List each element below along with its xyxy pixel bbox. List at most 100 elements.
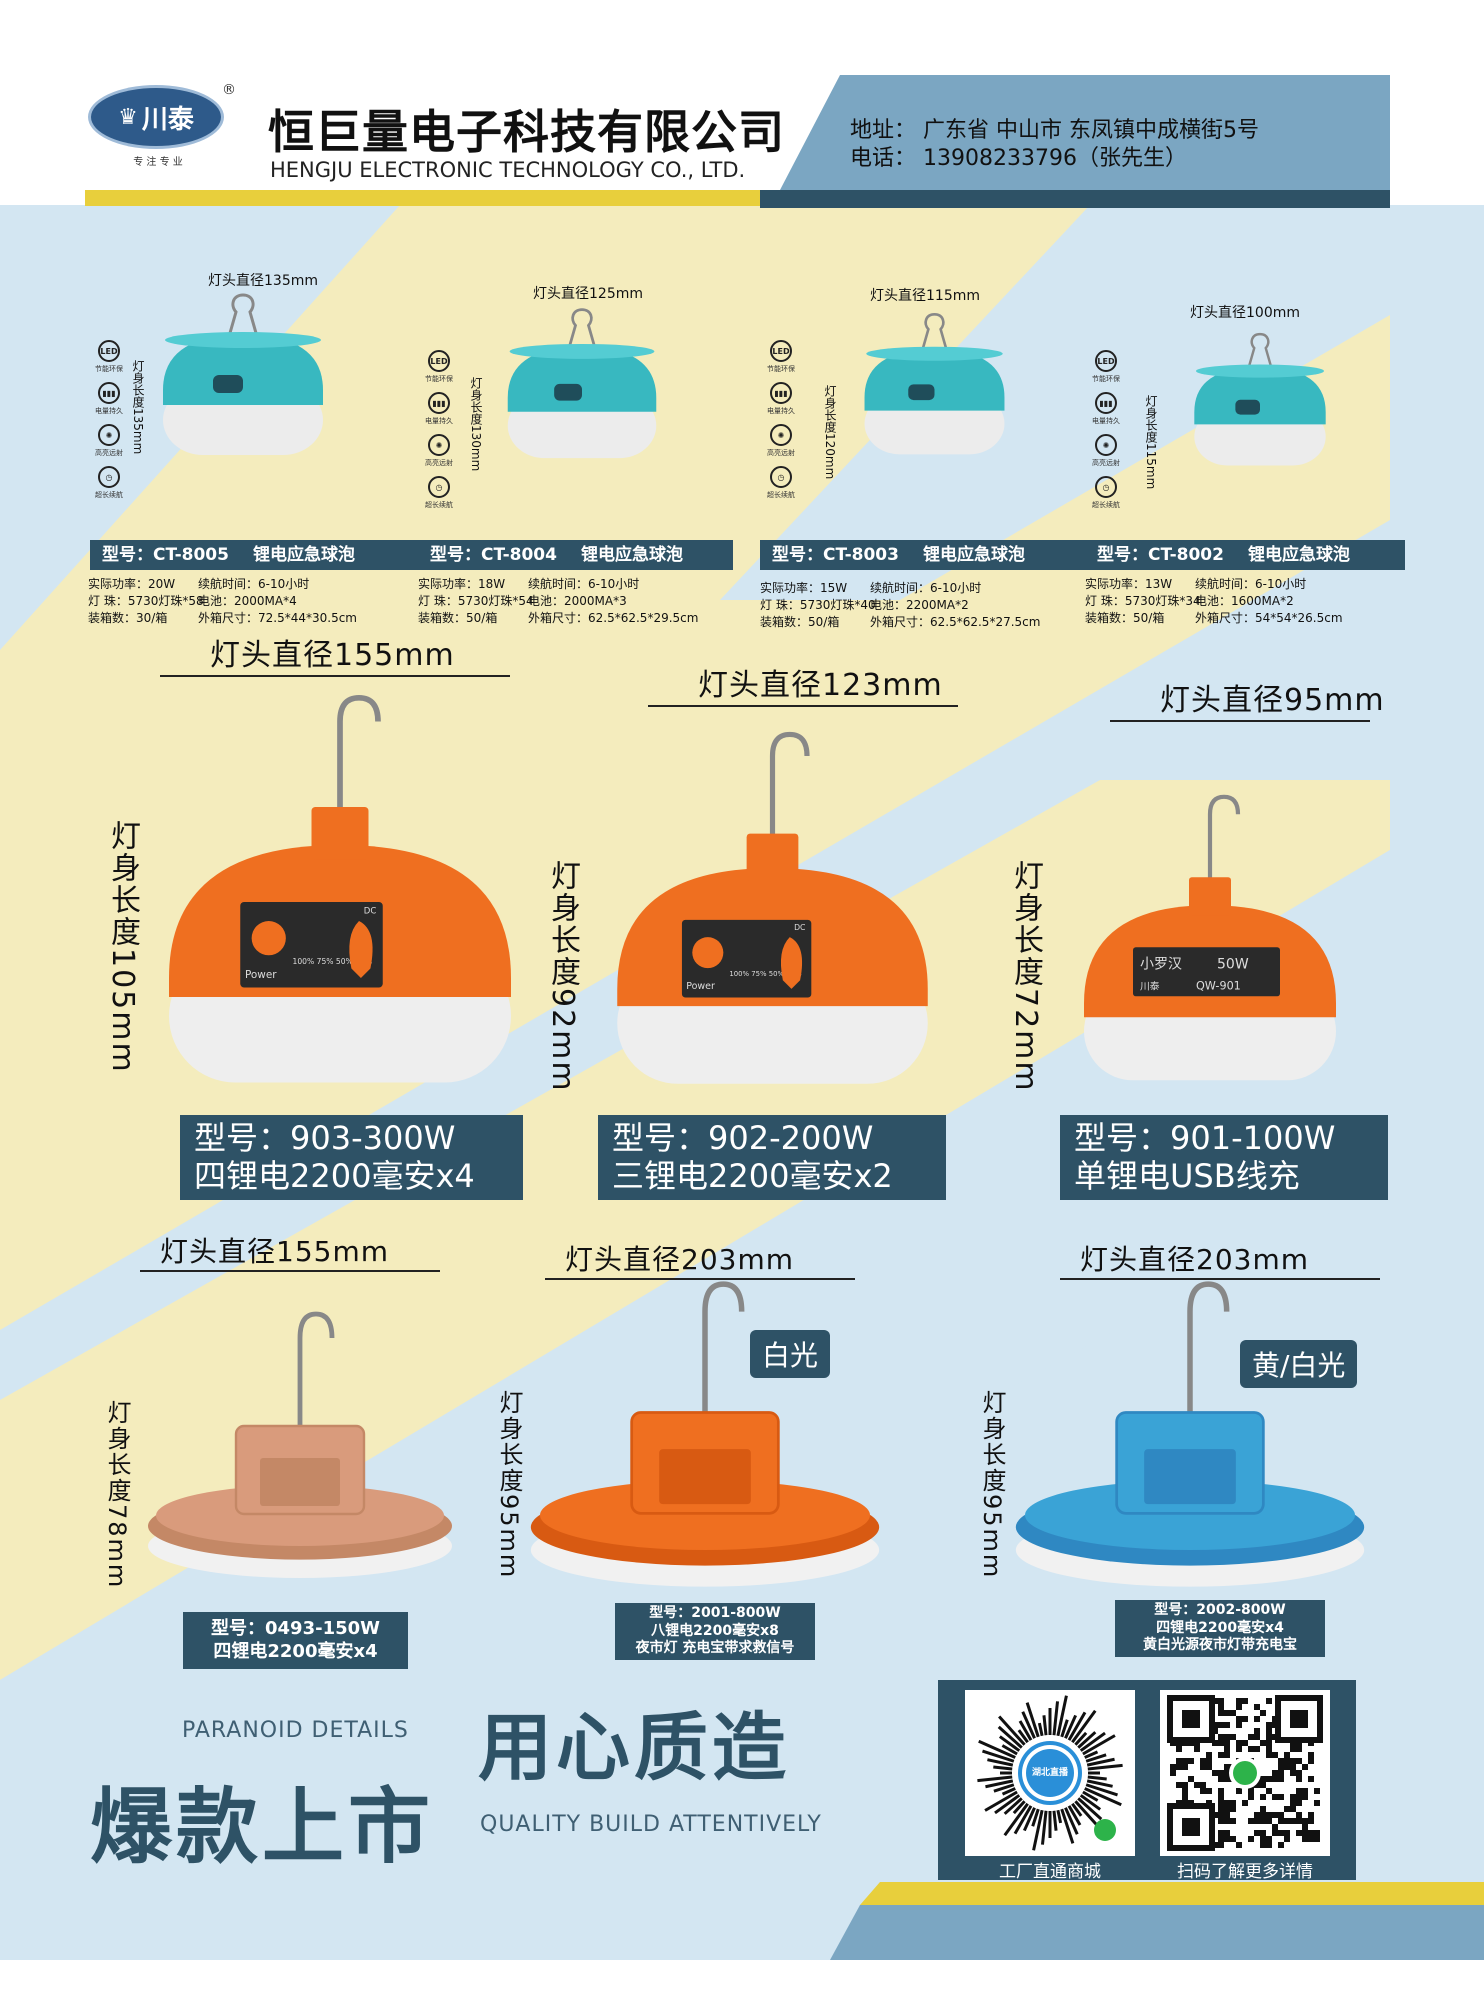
feature-icon-label: 高亮远射: [1092, 459, 1120, 467]
mini-program-qr-code[interactable]: 湖北直播: [965, 1690, 1135, 1856]
spec-runtime: 续航时间：6-10小时: [198, 577, 310, 591]
head-diameter-label: 灯头直径203mm: [1080, 1243, 1309, 1276]
battery-icon: ▮▮▮: [428, 392, 450, 414]
battery-description: 单锂电USB线充: [1074, 1157, 1300, 1196]
body-length-label: 灯身长度105mm: [105, 820, 140, 1074]
head-diameter-label: 灯头直径100mm: [1190, 305, 1300, 321]
logo-crown-icon: ♛: [118, 104, 138, 130]
feature-description: 黄白光源夜市灯带充电宝: [1143, 1637, 1297, 1653]
bulb-icon: ✺: [1095, 434, 1117, 456]
feature-icon-label: 高亮远射: [767, 449, 795, 457]
feature-icon-label: 节能环保: [767, 365, 795, 373]
clock-icon: ◷: [428, 476, 450, 498]
feature-icon-label: 节能环保: [1092, 375, 1120, 383]
feature-icon-label: 超长续航: [1092, 501, 1120, 509]
diameter-arrow: [648, 705, 958, 707]
spec-beads: 灯 珠：5730灯珠*34: [1085, 594, 1201, 608]
feature-icon-label: 超长续航: [95, 491, 123, 499]
panel-percent-label: 100% 75% 50% 25%: [729, 970, 802, 978]
model-number: 型号：CT-8003: [772, 545, 899, 565]
product-type: 锂电应急球泡: [252, 545, 355, 565]
label-brand: 小罗汉: [1140, 956, 1182, 972]
body-length-label: 灯身长度130mm: [469, 377, 483, 472]
head-diameter-label: 灯头直径95mm: [1160, 683, 1385, 718]
slogan-quality-en: QUALITY BUILD ATTENTIVELY: [480, 1812, 822, 1837]
feature-icon-label: 电量持久: [767, 407, 795, 415]
spec-battery: 电池：2200MA*2: [870, 598, 969, 612]
wechat-qr-code[interactable]: [1160, 1690, 1330, 1856]
feature-icon-label: 电量持久: [1092, 417, 1120, 425]
diameter-arrow: [1060, 1278, 1380, 1280]
spec-power: 实际功率：13W: [1085, 577, 1173, 591]
battery-icon: ▮▮▮: [770, 382, 792, 404]
body-length-label: 灯身长度92mm: [545, 860, 580, 1093]
product-type: 锂电应急球泡: [1247, 545, 1350, 565]
feature-icon-label: 电量持久: [425, 417, 453, 425]
spec-row: 装箱数：50/箱外箱尺寸：62.5*62.5*27.5cm: [760, 614, 1040, 631]
slogan-quality: 用心质造: [478, 1705, 790, 1791]
battery-icon: ▮▮▮: [98, 382, 120, 404]
panel-dc-label: DC: [794, 923, 805, 932]
model-number: 型号：902-200W: [612, 1119, 874, 1157]
body-length-label: 灯身长度135mm: [131, 360, 145, 455]
bulb-icon: ✺: [770, 424, 792, 446]
spec-pack: 装箱数：50/箱: [760, 615, 840, 629]
diameter-arrow: [545, 1278, 855, 1280]
slogan-hot-sale: 爆款上市: [90, 1780, 435, 1875]
model-number: 型号：2002-800W: [1154, 1602, 1286, 1618]
body-length-label: 灯身长度72mm: [1008, 860, 1043, 1093]
battery-description: 八锂电2200毫安x8: [651, 1622, 779, 1639]
label-watt: 50W: [1217, 956, 1249, 972]
spec-beads: 灯 珠：5730灯珠*40: [760, 598, 876, 612]
spec-pack: 装箱数：50/箱: [1085, 611, 1165, 625]
body-length-label: 灯身长度120mm: [823, 385, 837, 480]
body-length-label: 灯身长度115mm: [1144, 395, 1158, 490]
panel-power-label: Power: [245, 969, 277, 981]
diameter-arrow: [1110, 720, 1370, 722]
spec-power: 实际功率：18W: [418, 577, 506, 591]
head-diameter-label: 灯头直径203mm: [565, 1243, 794, 1276]
spec-runtime: 续航时间：6-10小时: [528, 577, 640, 591]
qr2-caption: 扫码了解更多详情: [1177, 1862, 1313, 1882]
spec-battery: 电池：1600MA*2: [1195, 594, 1294, 608]
feature-icon-label: 高亮远射: [95, 449, 123, 457]
feature-icon-label: 超长续航: [767, 491, 795, 499]
feature-icon-label: 超长续航: [425, 501, 453, 509]
flat-lamp-image: [1015, 1281, 1365, 1587]
paranoid-details: PARANOID DETAILS: [182, 1718, 409, 1743]
body-length-label: 灯身长度78mm: [103, 1400, 131, 1590]
wechat-qr-graphic: [1167, 1695, 1323, 1851]
spec-box: 外箱尺寸：72.5*44*30.5cm: [198, 611, 357, 625]
model-number: 型号：901-100W: [1074, 1119, 1336, 1157]
diameter-arrow: [140, 1270, 440, 1272]
company-name-en: HENGJU ELECTRONIC TECHNOLOGY CO., LTD.: [270, 158, 746, 182]
teal-bulb-image: [864, 313, 1005, 455]
head-diameter-label: 灯头直径125mm: [533, 286, 643, 302]
teal-bulb-image: [1194, 332, 1326, 466]
spec-pack: 装箱数：50/箱: [418, 611, 498, 625]
label-model: QW-901: [1196, 979, 1241, 992]
clock-icon: ◷: [770, 466, 792, 488]
head-diameter-label: 灯头直径155mm: [160, 1235, 389, 1268]
company-name-cn: 恒巨量电子科技有限公司: [268, 105, 785, 159]
spec-battery: 电池：2000MA*3: [528, 594, 627, 608]
bulb-icon: ✺: [428, 434, 450, 456]
